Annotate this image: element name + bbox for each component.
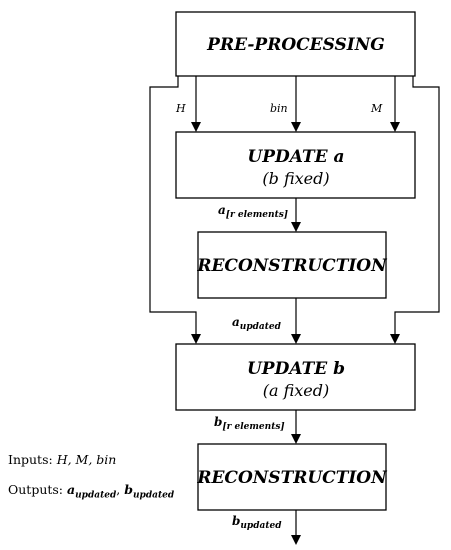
preprocessing-label: PRE-PROCESSING: [206, 35, 385, 55]
arrowhead: [291, 222, 301, 232]
arrowhead: [390, 334, 400, 344]
edge-label-bin: bin: [270, 102, 288, 115]
edge-label-m: M: [370, 102, 383, 115]
update-a-subtitle: (b fixed): [262, 169, 329, 188]
edge-label-h: H: [175, 102, 186, 115]
arrowhead: [291, 434, 301, 444]
arrowhead: [390, 122, 400, 132]
edge-label-b-r-elements: b[r elements]: [214, 415, 285, 432]
connector-lines: [149, 76, 440, 536]
arrowheads: [191, 122, 400, 545]
outputs-a: aupdated: [67, 482, 117, 501]
update-b-subtitle: (a fixed): [263, 381, 330, 400]
arrowhead: [291, 535, 301, 545]
update-a-title: UPDATE a: [247, 147, 344, 167]
outputs-b: bupdated: [124, 482, 175, 501]
reconstruction-2-label: RECONSTRUCTION: [196, 468, 388, 488]
preprocessing-box: [175, 11, 416, 77]
outputs-label: Outputs:: [8, 482, 64, 497]
arrowhead: [191, 122, 201, 132]
edge-label-a-r-elements: a[r elements]: [218, 203, 288, 220]
inputs-value: H, M, bin: [56, 452, 117, 467]
update-a-box: [175, 131, 416, 199]
outputs-separator: ,: [116, 482, 121, 497]
arrowhead: [291, 122, 301, 132]
arrowhead: [291, 334, 301, 344]
legend-outputs: Outputs: aupdated, bupdated: [8, 482, 174, 501]
update-b-box: [175, 343, 416, 411]
inputs-label: Inputs:: [8, 452, 53, 467]
edge-label-a-updated: aupdated: [232, 315, 282, 332]
legend-inputs: Inputs: H, M, bin: [8, 452, 116, 467]
reconstruction-1-label: RECONSTRUCTION: [196, 256, 388, 276]
reconstruction-2-box: [197, 443, 387, 511]
reconstruction-1-box: [197, 231, 387, 299]
arrowhead: [191, 334, 201, 344]
update-b-title: UPDATE b: [247, 359, 345, 379]
edge-label-b-updated: bupdated: [232, 514, 282, 531]
